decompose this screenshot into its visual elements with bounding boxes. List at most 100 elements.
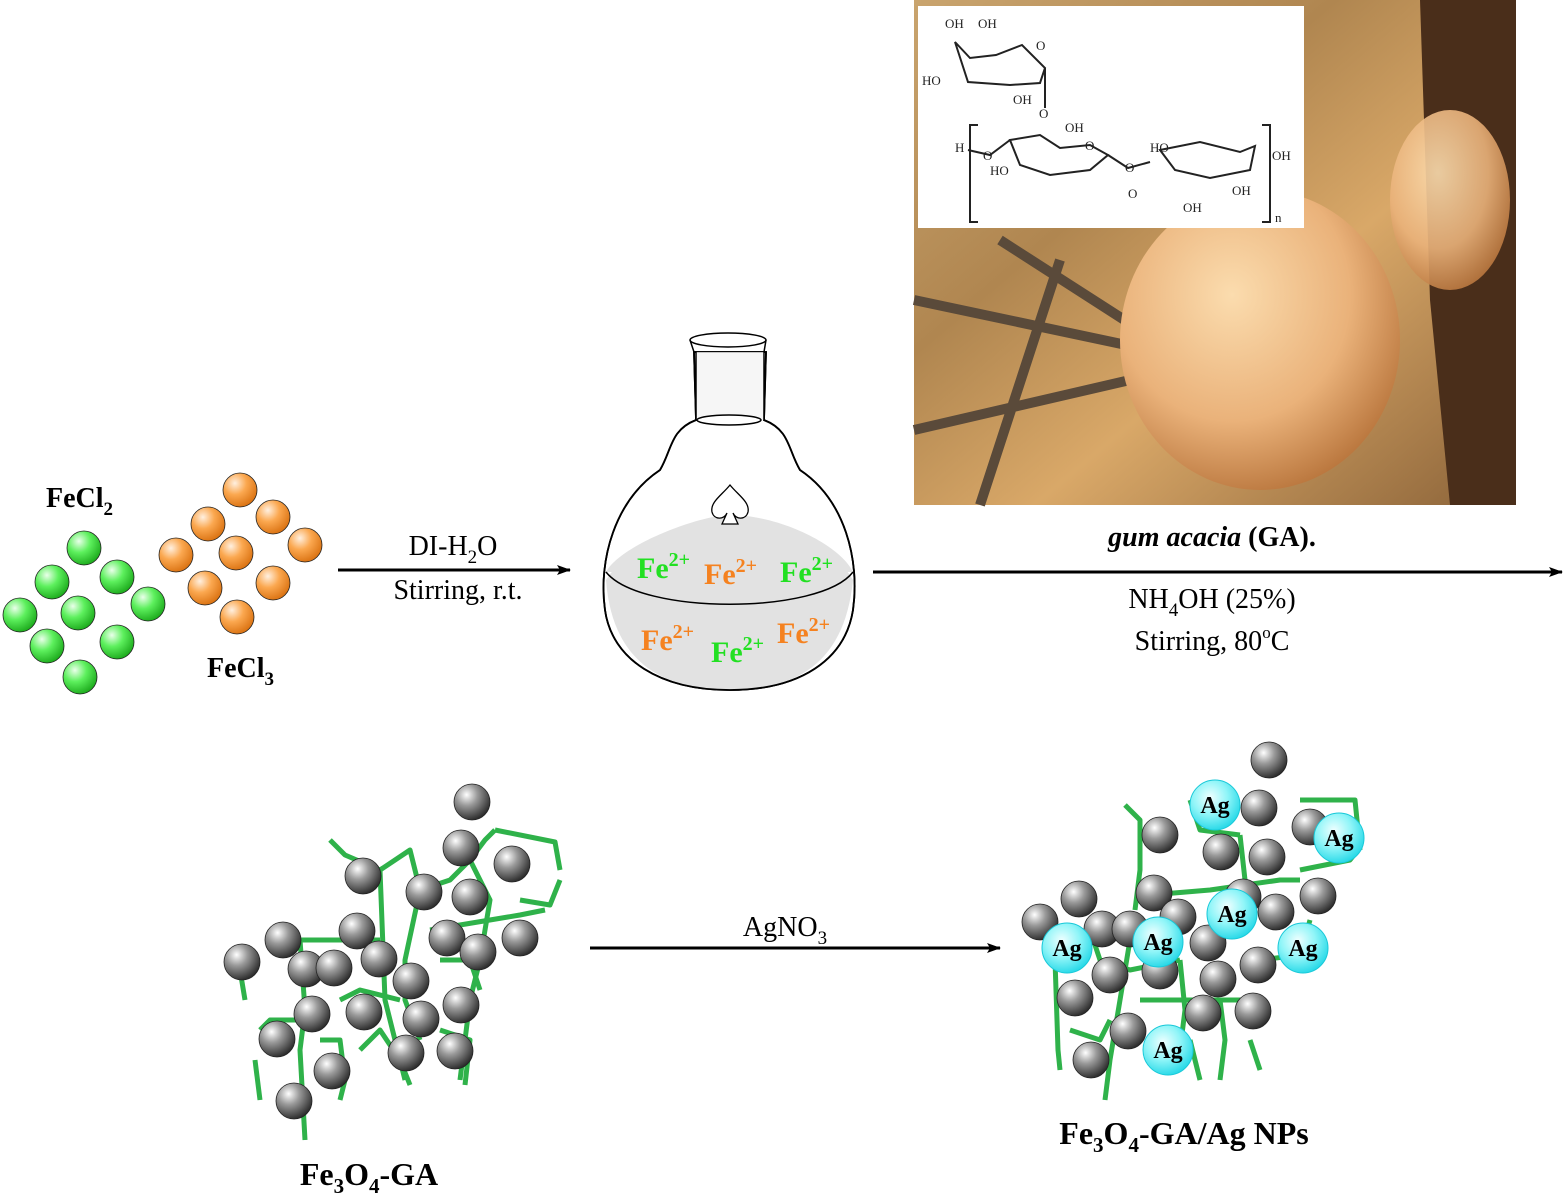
structure-atom-label: OH bbox=[945, 16, 964, 31]
fecl2-sphere bbox=[60, 595, 96, 631]
fecl3-sphere bbox=[255, 499, 291, 535]
fecl3-label: FeCl3 bbox=[207, 653, 274, 690]
fecl2-sphere bbox=[99, 559, 135, 595]
fe3o4-particle bbox=[436, 1032, 474, 1070]
ag-nanoparticle: Ag bbox=[1189, 779, 1241, 831]
fecl2-sphere bbox=[29, 628, 65, 664]
fe-ion-label: Fe2+ bbox=[637, 549, 690, 585]
ag-sphere bbox=[1142, 1024, 1194, 1076]
fecl2-sphere bbox=[34, 564, 70, 600]
structure-atom-label: HO bbox=[922, 73, 941, 88]
fe3o4-particle bbox=[275, 1082, 313, 1120]
ag-sphere bbox=[1132, 916, 1184, 968]
fecl3-sphere bbox=[190, 506, 226, 542]
ag-sphere bbox=[1206, 888, 1258, 940]
fe3o4-ga-particles bbox=[223, 783, 539, 1120]
fecl2-spheres bbox=[2, 530, 166, 695]
structure-atom-label: O bbox=[1039, 106, 1048, 121]
structure-atom-label: HO bbox=[1150, 140, 1169, 155]
fe3o4-particle bbox=[405, 873, 443, 911]
fecl2-sphere bbox=[130, 586, 166, 622]
ag-label: Ag bbox=[1324, 826, 1353, 852]
polymer-strand bbox=[252, 1059, 263, 1101]
fe3o4-particle bbox=[258, 1020, 296, 1058]
fe3o4-particle bbox=[344, 857, 382, 895]
step3-reagent: AgNO3 bbox=[743, 912, 827, 949]
structure-atom-label: O bbox=[1036, 38, 1045, 53]
structure-atom-label: H bbox=[955, 140, 964, 155]
fe3o4-particle bbox=[1091, 956, 1129, 994]
fe-ion-label: Fe2+ bbox=[777, 614, 830, 650]
fe3o4-particle bbox=[1257, 893, 1295, 931]
ag-nanoparticle: Ag bbox=[1277, 922, 1329, 974]
fe3o4-particle bbox=[360, 940, 398, 978]
structure-atom-label: OH bbox=[1232, 183, 1251, 198]
structure-atom-label: OH bbox=[1013, 92, 1032, 107]
structure-atom-label: O bbox=[983, 148, 992, 163]
fe3o4-ga-label: Fe3O4-GA bbox=[300, 1156, 438, 1198]
fe3o4-particle bbox=[313, 1052, 351, 1090]
structure-atom-label: OH bbox=[1065, 120, 1084, 135]
fe3o4-particle bbox=[1240, 789, 1278, 827]
step2-conditions: Stirring, 80oC bbox=[1135, 623, 1290, 657]
fe3o4-particle bbox=[1248, 838, 1286, 876]
fecl2-label: FeCl2 bbox=[46, 483, 113, 520]
fe3o4-particle bbox=[1199, 960, 1237, 998]
step2-reagent: NH4OH (25%) bbox=[1128, 584, 1295, 621]
ag-sphere bbox=[1313, 812, 1365, 864]
fecl3-sphere bbox=[187, 570, 223, 606]
fe3o4-particle bbox=[1184, 994, 1222, 1032]
fe3o4-particle bbox=[501, 919, 539, 957]
fecl2-sphere bbox=[2, 597, 38, 633]
fe3o4-particle bbox=[1141, 816, 1179, 854]
polymer-strand bbox=[338, 987, 401, 1003]
ag-label: Ag bbox=[1200, 793, 1229, 819]
fe3o4-particle bbox=[338, 912, 376, 950]
fe-ion-label: Fe2+ bbox=[704, 555, 757, 591]
fe-ion-label: Fe2+ bbox=[780, 553, 833, 589]
fecl2-sphere bbox=[99, 624, 135, 660]
fe3o4-particle bbox=[402, 1000, 440, 1038]
fecl2-sphere bbox=[62, 659, 98, 695]
structure-atom-label: O bbox=[1085, 138, 1094, 153]
gum-acacia-label: gum acacia (GA). bbox=[1107, 522, 1316, 553]
fe3o4-ga-ag-label: Fe3O4-GA/Ag NPs bbox=[1059, 1115, 1308, 1157]
fecl3-spheres bbox=[158, 472, 323, 635]
fecl3-sphere bbox=[219, 599, 255, 635]
ag-label: Ag bbox=[1052, 936, 1081, 962]
fe-ion-label: Fe2+ bbox=[641, 621, 694, 657]
structure-atom-label: HO bbox=[990, 163, 1009, 178]
ag-nanoparticle: Ag bbox=[1142, 1024, 1194, 1076]
fe3o4-particle bbox=[459, 933, 497, 971]
structure-atom-label: OH bbox=[978, 16, 997, 31]
fecl3-sphere bbox=[287, 527, 323, 563]
ag-nanoparticle: Ag bbox=[1041, 922, 1093, 974]
ag-nanoparticle: Ag bbox=[1206, 888, 1258, 940]
fe3o4-particle bbox=[1056, 979, 1094, 1017]
fe3o4-particle bbox=[264, 921, 302, 959]
ag-nanoparticle: Ag bbox=[1132, 916, 1184, 968]
fecl2-sphere bbox=[66, 530, 102, 566]
polymer-strand bbox=[1052, 959, 1063, 1071]
fe3o4-particle bbox=[223, 943, 261, 981]
structure-atom-label: O bbox=[1128, 186, 1137, 201]
structure-atom-label: OH bbox=[1272, 148, 1291, 163]
fecl3-sphere bbox=[158, 537, 194, 573]
fe3o4-particle bbox=[1202, 833, 1240, 871]
ag-sphere bbox=[1189, 779, 1241, 831]
fe3o4-particle bbox=[442, 829, 480, 867]
fe3o4-particle bbox=[1239, 946, 1277, 984]
polymer-strand bbox=[1247, 1039, 1263, 1071]
fe3o4-particle bbox=[1109, 1012, 1147, 1050]
fe-ion-label: Fe2+ bbox=[711, 633, 764, 669]
fe3o4-particle bbox=[442, 986, 480, 1024]
fe3o4-particle bbox=[451, 878, 489, 916]
stir-bar-icon bbox=[711, 483, 749, 525]
fe-ions: Fe2+ Fe2+ Fe2+ Fe2+ Fe2+ Fe2+ bbox=[637, 549, 833, 669]
step1-solvent: DI-H2O bbox=[409, 531, 498, 568]
fe3o4-particle bbox=[453, 783, 491, 821]
fe3o4-particle bbox=[387, 1034, 425, 1072]
